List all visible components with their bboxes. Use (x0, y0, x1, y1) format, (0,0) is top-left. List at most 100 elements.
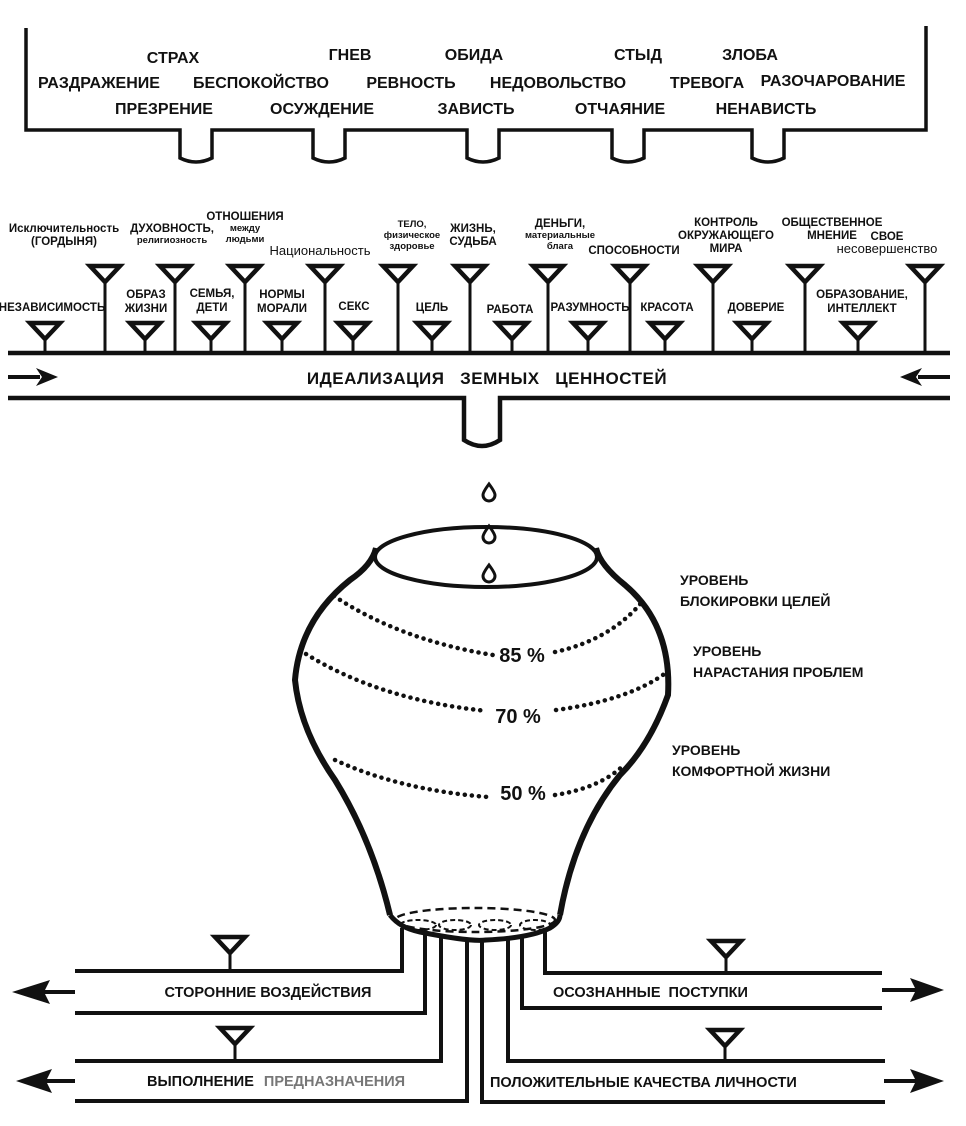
antenna-icon (24, 320, 66, 353)
level-50-percent: 50 % (500, 783, 546, 805)
antenna-icon (837, 320, 879, 353)
value-label: ЖИЗНИ (124, 303, 167, 315)
level-label: КОМФОРТНОЙ ЖИЗНИ (672, 762, 830, 779)
band-title: ИДЕАЛИЗАЦИЯ ЗЕМНЫХ ЦЕННОСТЕЙ (307, 369, 667, 388)
arrow-left-icon (12, 980, 75, 1004)
arrow-left-icon (900, 368, 950, 386)
emotion-label: БЕСПОКОЙСТВО (193, 73, 329, 92)
level-label: УРОВЕНЬ (680, 572, 748, 588)
antenna-icon (704, 1027, 746, 1061)
emotions-row-1: СТРАХ ГНЕВ ОБИДА СТЫД ЗЛОБА (147, 47, 779, 67)
output-conscious-actions: ОСОЗНАННЫЕ ПОСТУПКИ (553, 985, 748, 1001)
value-label: СУДЬБА (449, 236, 496, 248)
value-label: (ГОРДЫНЯ) (31, 236, 97, 248)
vessel-levels (303, 593, 670, 800)
value-label: ОТНОШЕНИЯ (206, 211, 283, 223)
value-label: КРАСОТА (640, 302, 693, 314)
output-external-influences: СТОРОННИЕ ВОЗДЕЙСТВИЯ (165, 983, 372, 1001)
drop-icon (481, 481, 497, 503)
vessel-mouth (373, 525, 599, 589)
emotions-row-2: РАЗДРАЖЕНИЕ БЕСПОКОЙСТВО РЕВНОСТЬ НЕДОВО… (38, 73, 906, 92)
drop-icon (481, 562, 497, 584)
value-label: СВОЕ (871, 231, 904, 243)
antenna-icon (304, 263, 346, 353)
value-label: ДОВЕРИЕ (728, 302, 785, 314)
antenna-icon (527, 263, 569, 353)
level-85-dots-right (552, 599, 645, 655)
value-label: ЦЕЛЬ (416, 302, 448, 314)
emotion-label: СТРАХ (147, 50, 200, 67)
value-label: РАЗУМНОСТЬ (550, 302, 629, 314)
emotion-label: СТЫД (614, 47, 663, 64)
value-label: ОБЩЕСТВЕННОЕ (782, 217, 883, 229)
value-label: ДУХОВНОСТЬ, (130, 223, 214, 235)
value-label: ТЕЛО, (398, 219, 427, 230)
level-label: БЛОКИРОВКИ ЦЕЛЕЙ (680, 592, 830, 609)
values-antennas (24, 263, 946, 353)
antenna-icon (411, 320, 453, 353)
emotion-label: НЕДОВОЛЬСТВО (490, 75, 626, 92)
drop-icon (481, 523, 497, 545)
antenna-icon (567, 320, 609, 353)
value-label: несовершенство (837, 241, 938, 256)
value-label: ОБРАЗОВАНИЕ, (816, 289, 908, 301)
antenna-icon (377, 263, 419, 353)
antenna-icon (705, 938, 747, 973)
value-label: физическое (384, 230, 440, 241)
emotion-label: РАЗДРАЖЕНИЕ (38, 75, 160, 92)
antenna-icon (449, 263, 491, 353)
value-label: ДЕНЬГИ, (535, 218, 585, 230)
vessel-base (388, 913, 563, 943)
value-label: ОБРАЗ (126, 289, 165, 301)
antenna-icon (124, 320, 166, 353)
level-50-dots-left (332, 757, 491, 800)
output-channels (75, 928, 885, 1104)
idealization-band (8, 350, 950, 449)
level-70-dots-right (553, 669, 670, 713)
value-label: МОРАЛИ (257, 303, 307, 315)
value-label: МИРА (710, 243, 743, 255)
value-label: блага (547, 241, 574, 252)
value-label: людьми (226, 234, 265, 245)
emotion-label: ОТЧАЯНИЕ (575, 101, 666, 118)
value-label: КОНТРОЛЬ (694, 217, 758, 229)
emotion-label: ОСУЖДЕНИЕ (270, 101, 374, 118)
antenna-icon (84, 263, 126, 353)
level-50-dots-right (552, 762, 627, 798)
antenna-icon (692, 263, 734, 353)
antenna-icon (784, 263, 826, 353)
emotions-container (24, 26, 928, 164)
emotion-label: ОБИДА (445, 47, 504, 64)
value-label: СПОСОБНОСТИ (588, 245, 679, 257)
output-fulfilling-purpose-b: ПРЕДНАЗНАЧЕНИЯ (264, 1074, 405, 1090)
value-label: СЕМЬЯ, (190, 288, 235, 300)
value-label: религиозность (137, 235, 208, 246)
emotion-label: НЕНАВИСТЬ (716, 101, 817, 118)
antenna-icon (154, 263, 196, 353)
antenna-icon (190, 320, 232, 353)
emotion-label: ГНЕВ (329, 47, 372, 64)
antenna-icon (731, 320, 773, 353)
emotion-label: РАЗОЧАРОВАНИЕ (761, 73, 906, 90)
antenna-icon (224, 263, 266, 353)
value-label: НЕЗАВИСИМОСТЬ (0, 302, 105, 314)
value-label: НОРМЫ (259, 289, 305, 301)
water-drops (481, 481, 497, 584)
level-85-dots-left (331, 593, 496, 658)
emotion-label: ПРЕЗРЕНИЕ (115, 101, 213, 118)
vessel (291, 525, 672, 943)
arrow-right-icon (882, 978, 944, 1002)
value-label: Исключительность (9, 223, 119, 235)
antenna-icon (609, 263, 651, 353)
emotion-label: РЕВНОСТЬ (366, 75, 455, 92)
channel-antennas (209, 934, 747, 1061)
emotion-label: ТРЕВОГА (670, 75, 745, 92)
value-label: РАБОТА (487, 304, 534, 316)
antenna-icon (261, 320, 303, 353)
level-labels: УРОВЕНЬ БЛОКИРОВКИ ЦЕЛЕЙ УРОВЕНЬ НАРАСТА… (672, 572, 863, 779)
vessel-base-dashed (393, 906, 557, 934)
output-positive-qualities: ПОЛОЖИТЕЛЬНЫЕ КАЧЕСТВА ЛИЧНОСТИ (490, 1075, 797, 1091)
arrow-right-icon (884, 1069, 944, 1093)
level-label: НАРАСТАНИЯ ПРОБЛЕМ (693, 664, 863, 680)
